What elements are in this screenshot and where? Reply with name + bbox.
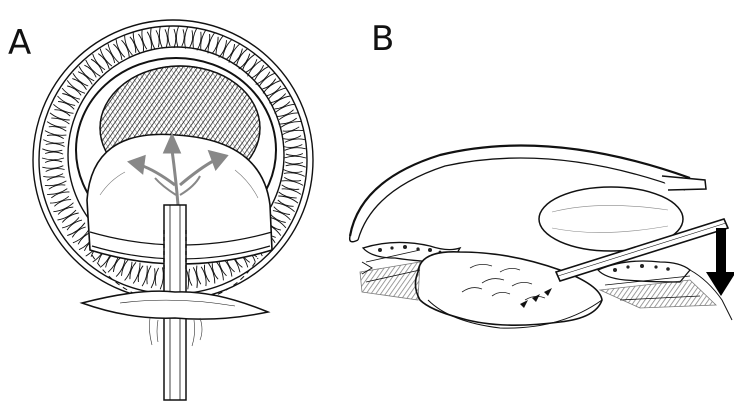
iris-striation bbox=[45, 160, 62, 162]
iris-striation bbox=[45, 152, 63, 154]
iris-striation bbox=[42, 166, 63, 169]
iris-striation bbox=[160, 267, 163, 289]
iris-striation bbox=[286, 154, 303, 156]
iris-striation bbox=[155, 268, 158, 286]
iris-striation bbox=[45, 131, 67, 136]
iris-striation bbox=[189, 30, 192, 48]
iris-striation bbox=[204, 265, 209, 282]
iris-striation bbox=[205, 34, 210, 50]
iris-striation bbox=[283, 145, 302, 148]
iris-striation bbox=[47, 189, 67, 195]
incision-flange bbox=[82, 291, 268, 319]
iris-striation bbox=[281, 122, 301, 128]
iris-striation bbox=[151, 268, 155, 288]
iris-striation bbox=[156, 30, 159, 47]
iris-striation bbox=[165, 29, 167, 47]
panel-a-drawing bbox=[33, 20, 313, 400]
iris-striation bbox=[42, 149, 62, 152]
iris-striation bbox=[46, 144, 65, 147]
lens-capsule bbox=[415, 252, 602, 325]
iris-striation bbox=[285, 148, 306, 151]
iris-striation bbox=[130, 37, 136, 53]
iris-striation bbox=[42, 158, 64, 160]
iris-striation bbox=[46, 169, 65, 172]
iris-striation bbox=[284, 156, 306, 158]
iris-striation bbox=[182, 29, 184, 46]
iris-striation bbox=[193, 28, 197, 48]
iris-striation bbox=[189, 269, 192, 286]
iris-striation bbox=[185, 27, 188, 49]
iris-striation bbox=[138, 34, 143, 51]
iris-striation bbox=[138, 266, 143, 282]
corneal-flap bbox=[662, 176, 706, 190]
panel-b-drawing bbox=[350, 146, 732, 329]
iris-striation bbox=[142, 266, 147, 286]
iris-striation bbox=[201, 267, 206, 286]
iris-striation bbox=[285, 162, 303, 164]
iris-striation bbox=[133, 263, 140, 284]
iris-striation bbox=[174, 29, 176, 48]
iris-striation bbox=[248, 60, 263, 76]
iris-striation bbox=[142, 30, 147, 49]
iris-striation bbox=[86, 60, 101, 76]
iris-striation bbox=[282, 181, 304, 186]
iris-striation bbox=[168, 26, 170, 46]
iris-striation bbox=[208, 33, 215, 54]
iris-striation bbox=[159, 27, 162, 49]
iris-striation bbox=[43, 140, 64, 144]
iris-striation bbox=[286, 165, 306, 168]
iris-striation bbox=[176, 26, 178, 47]
iris-striation bbox=[201, 30, 206, 50]
iris-striation bbox=[212, 263, 218, 279]
iris-striation bbox=[283, 170, 302, 173]
iris-striation bbox=[284, 173, 305, 177]
